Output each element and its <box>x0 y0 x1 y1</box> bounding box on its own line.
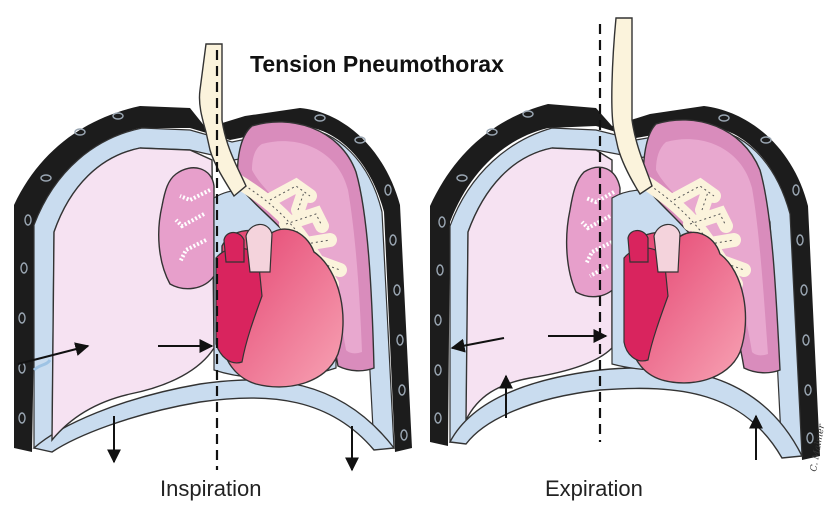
right-trachea <box>612 18 652 194</box>
left-collapsed-lung <box>159 168 214 289</box>
inspiration-panel <box>14 44 412 470</box>
expiration-caption: Expiration <box>545 476 643 501</box>
inspiration-caption: Inspiration <box>160 476 262 501</box>
diagram-title: Tension Pneumothorax <box>250 51 504 77</box>
expiration-panel <box>430 18 820 460</box>
